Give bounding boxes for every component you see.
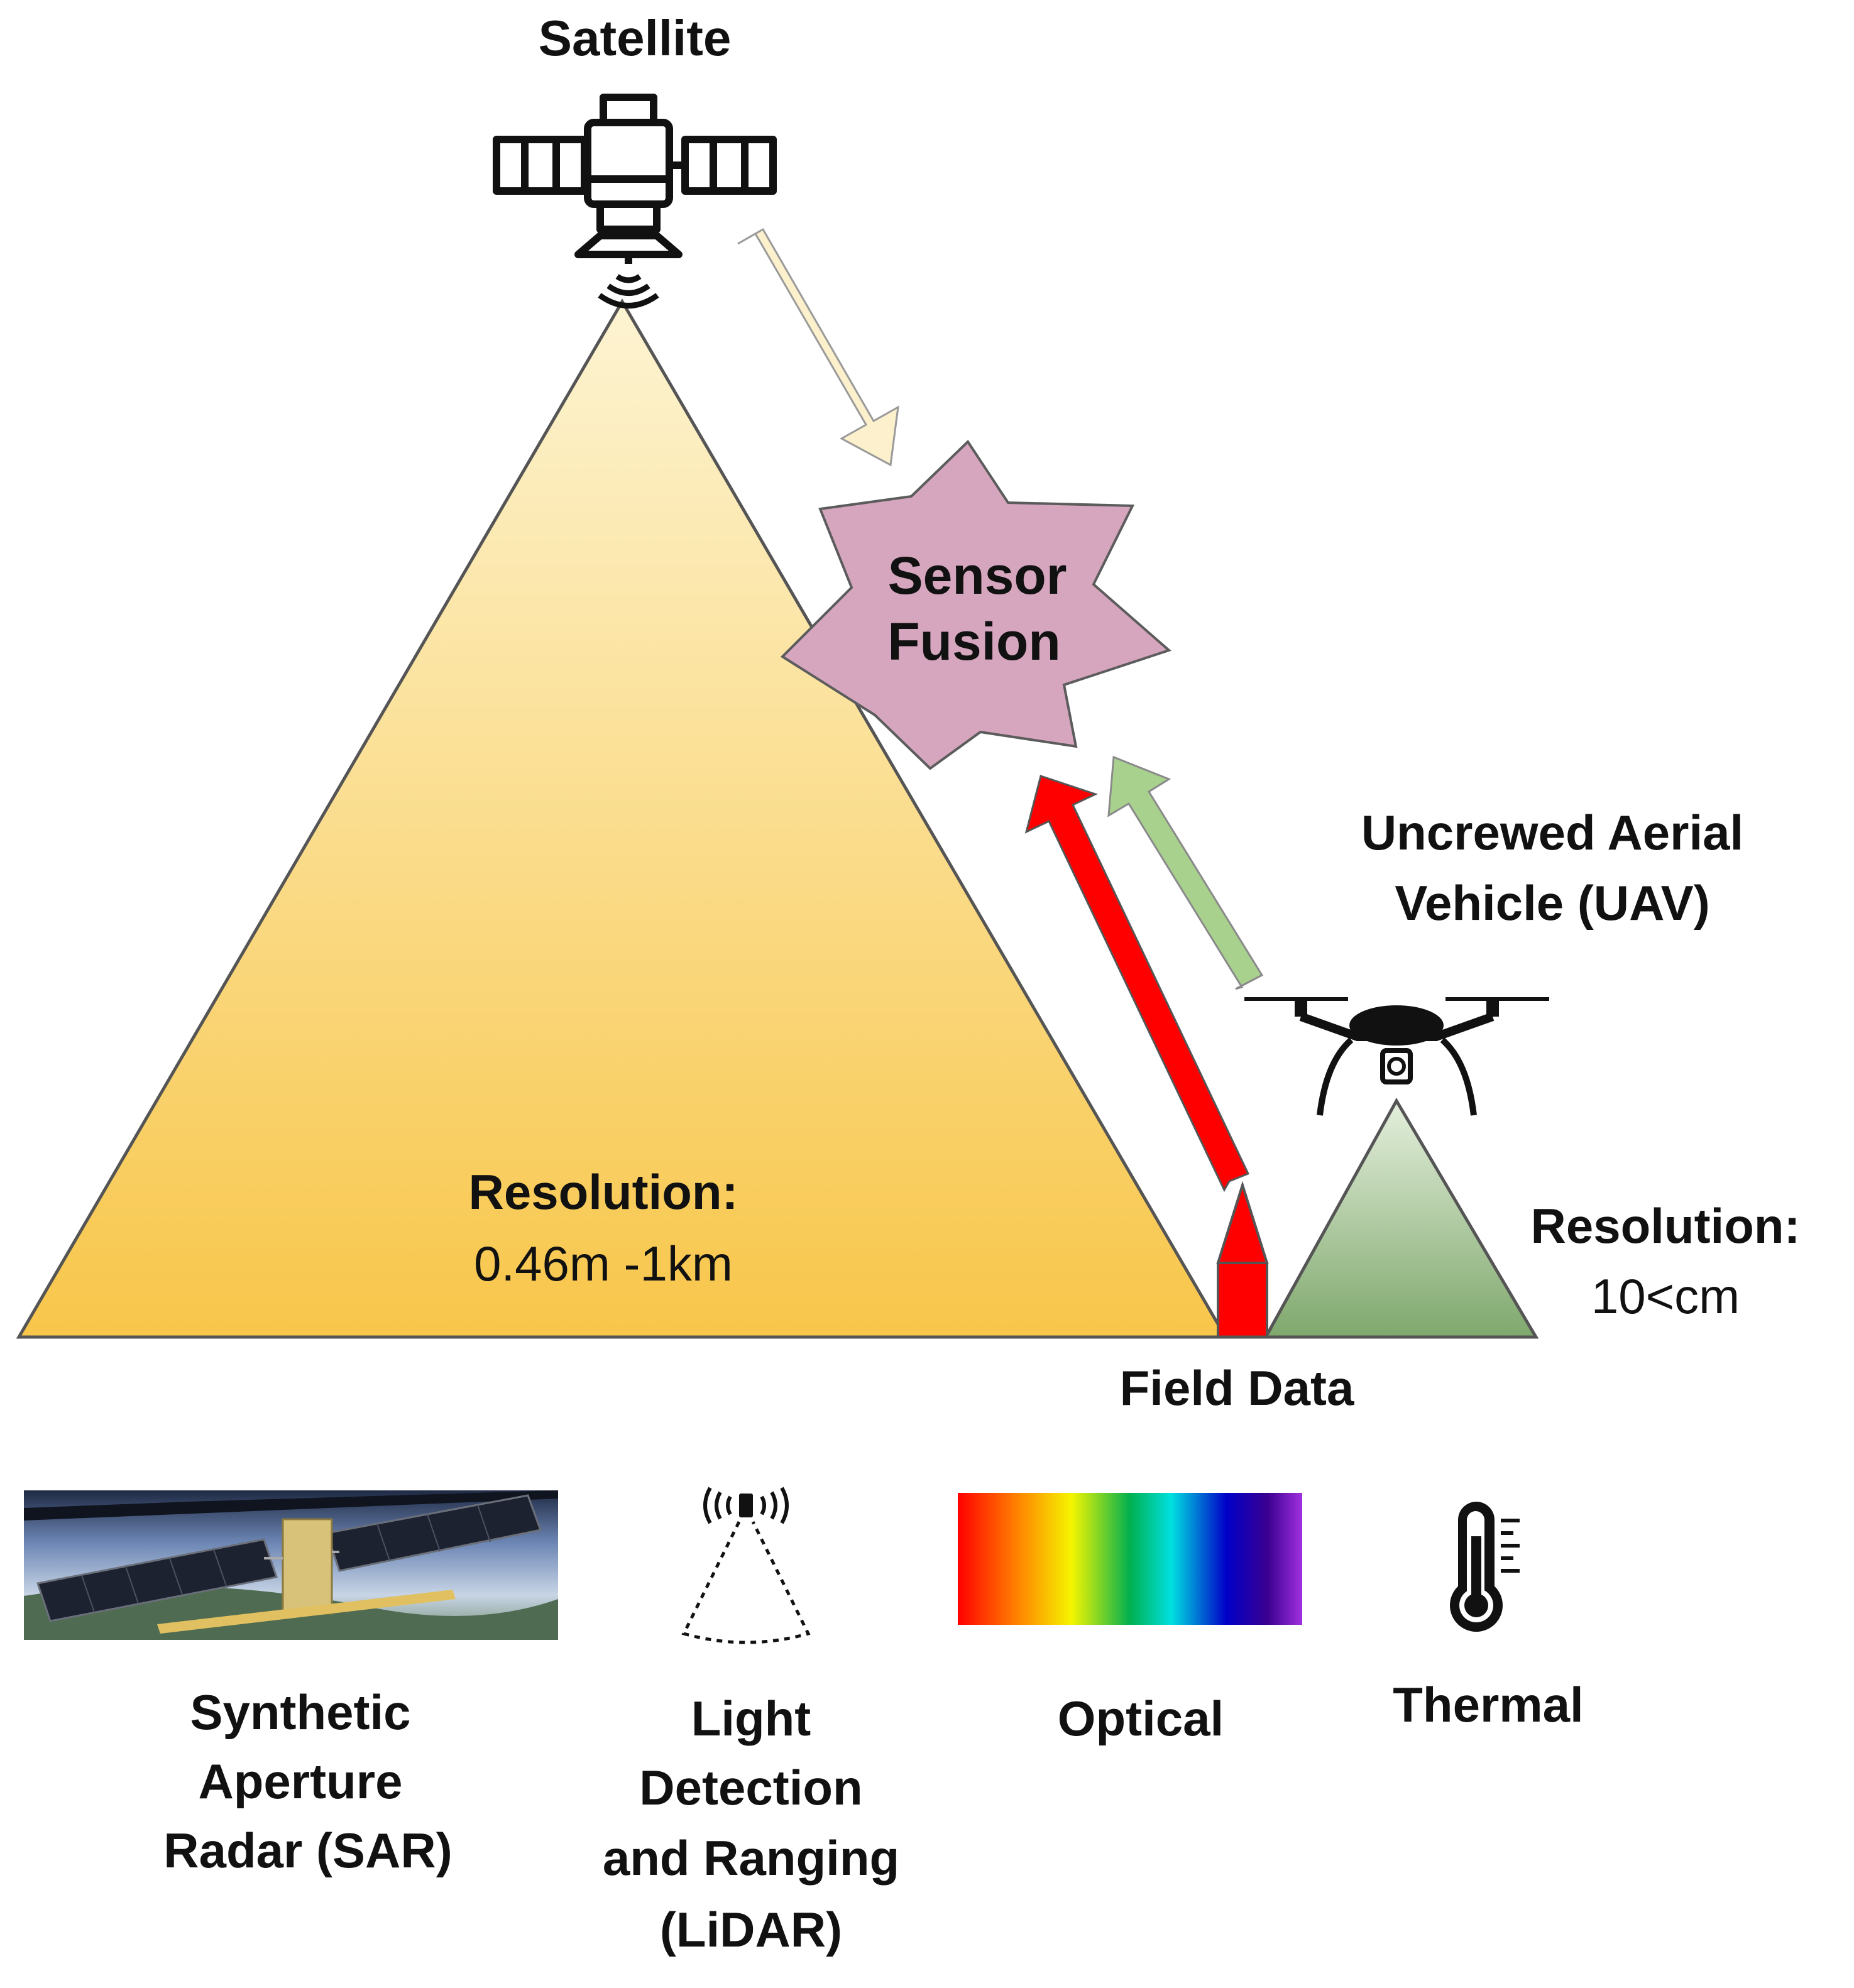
uav-label-line2: Vehicle (UAV) (1395, 875, 1709, 931)
drone-icon (1244, 997, 1549, 1116)
lidar-caption-line3: and Ranging (603, 1830, 899, 1886)
arrow-satellite-to-fusion (737, 227, 899, 467)
lidar-caption-line2: Detection (639, 1760, 862, 1815)
arrow-uav-to-fusion (1107, 755, 1264, 990)
field-data-marker (1216, 1181, 1269, 1338)
optical-caption: Optical (1058, 1691, 1224, 1746)
satellite-icon (493, 94, 777, 309)
lidar-caption-line1: Light (691, 1691, 811, 1746)
thermometer-icon (1450, 1502, 1520, 1632)
lidar-caption-line4: (LiDAR) (660, 1902, 842, 1957)
arrow-field-to-fusion (1024, 775, 1250, 1193)
uav-resolution-title: Resolution: (1531, 1198, 1801, 1253)
sar-caption-line1: Synthetic (190, 1685, 410, 1740)
uav-resolution-value: 10<cm (1591, 1269, 1740, 1324)
optical-spectrum (958, 1493, 1302, 1625)
satellite-label: Satellite (539, 10, 732, 66)
satellite-resolution-title: Resolution: (469, 1164, 738, 1220)
sar-caption-line3: Radar (SAR) (163, 1823, 452, 1878)
sensor-fusion-label-line1: Sensor (888, 546, 1067, 605)
field-data-label: Field Data (1120, 1360, 1354, 1416)
thermal-caption: Thermal (1393, 1677, 1583, 1732)
lidar-icon (681, 1487, 811, 1644)
satellite-resolution-value: 0.46m -1km (474, 1236, 733, 1291)
uav-coverage-cone (1263, 1097, 1539, 1339)
sensor-fusion-star (780, 439, 1171, 770)
sensor-fusion-label-line2: Fusion (887, 612, 1060, 671)
sar-caption-line2: Aperture (198, 1754, 402, 1809)
sar-satellite-image (24, 1490, 558, 1640)
uav-label-line1: Uncrewed Aerial (1361, 805, 1743, 860)
